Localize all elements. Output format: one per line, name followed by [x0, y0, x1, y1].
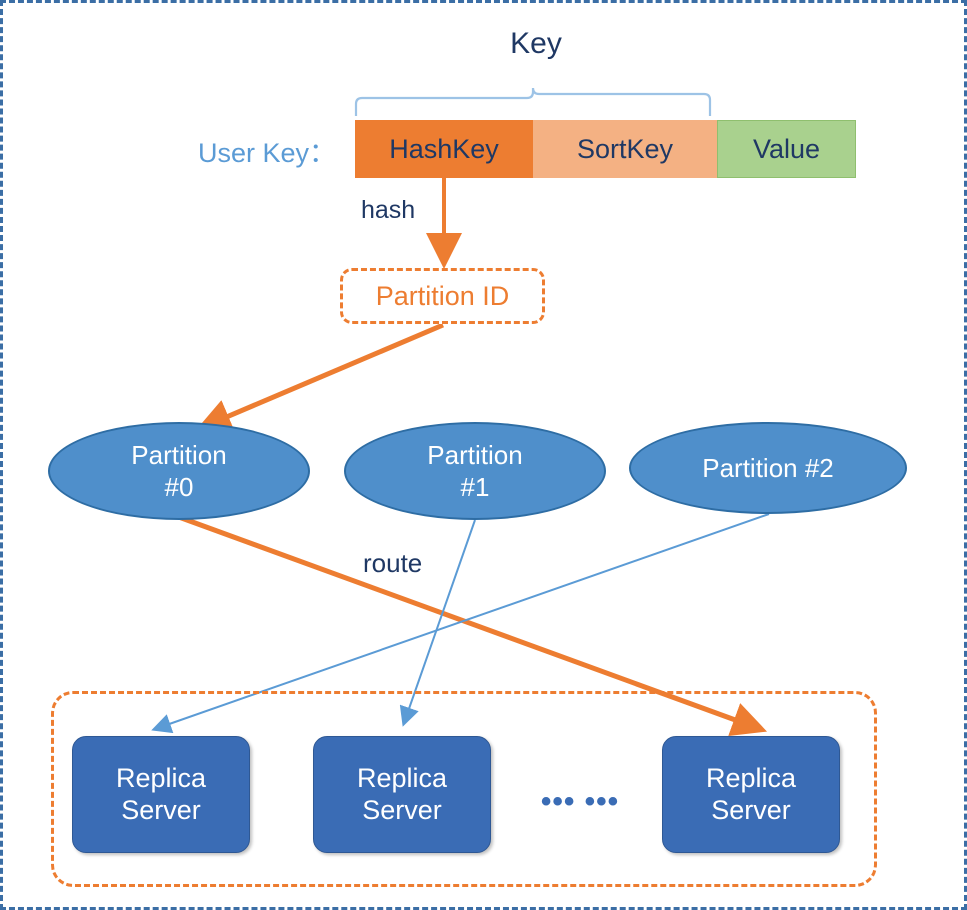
key-segment-sortkey-label: SortKey [576, 133, 674, 164]
hash-edge-label: hash [361, 196, 416, 224]
replica-server-node-2-line2: Server [362, 794, 442, 825]
partition-node-2: Partition #2 [629, 422, 907, 514]
partition-node-0: Partition #0 [48, 422, 310, 520]
key-segment-value-label: Value [752, 133, 821, 164]
replica-server-node-2-line1: Replica [356, 762, 448, 793]
partition-id-node: Partition ID [340, 268, 545, 324]
replica-server-node-2: Replica Server [313, 736, 491, 853]
replica-server-node-3-line2: Server [711, 794, 791, 825]
partition-node-1-line1: Partition [427, 439, 523, 470]
key-record-bar: HashKey SortKey Value [355, 120, 856, 178]
partition-node-1: Partition #1 [344, 422, 606, 520]
key-segment-sortkey: SortKey [533, 120, 717, 178]
partition-node-1-line2: #1 [460, 472, 490, 502]
replica-server-node-3: Replica Server [662, 736, 840, 853]
replica-server-node-1-line1: Replica [115, 762, 207, 793]
replica-server-node-1: Replica Server [72, 736, 250, 853]
partition-node-2-line1: Partition #2 [702, 452, 834, 483]
replica-server-node-3-line1: Replica [705, 762, 797, 793]
partitionid-to-partition0-arrow [196, 322, 444, 433]
key-brace-icon [354, 87, 712, 116]
partition-node-0-line1: Partition [131, 439, 227, 470]
replica-server-node-1-line2: Server [121, 794, 201, 825]
partition-node-0-line2: #0 [164, 472, 194, 502]
partition-id-label: Partition ID [375, 280, 510, 311]
ellipsis-icon: ••• ••• [540, 785, 620, 818]
key-bracket-label: Key [510, 27, 562, 60]
key-segment-value: Value [717, 120, 856, 178]
route-edge-label: route [363, 548, 423, 578]
key-segment-hashkey: HashKey [355, 120, 533, 178]
user-key-label: User Key： [198, 138, 337, 168]
replica-server-group [51, 691, 877, 887]
key-segment-hashkey-label: HashKey [389, 133, 499, 164]
